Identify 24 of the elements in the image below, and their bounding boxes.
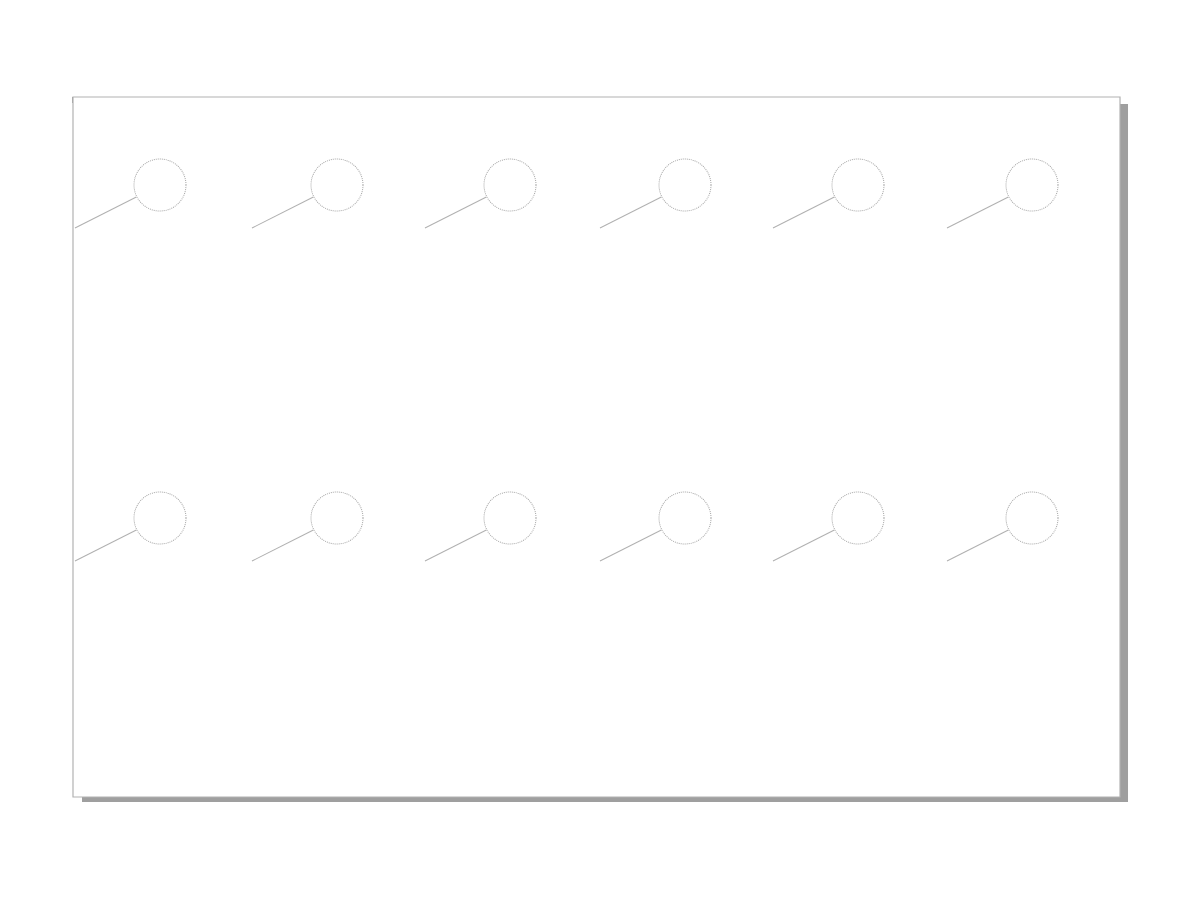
callout-circle bbox=[831, 158, 885, 212]
callout-circle bbox=[483, 491, 537, 545]
leader-line bbox=[74, 196, 137, 229]
leader-line bbox=[946, 529, 1009, 562]
leader-line bbox=[772, 196, 835, 229]
callout-circle bbox=[658, 158, 712, 212]
leader-line bbox=[251, 196, 314, 229]
leader-line bbox=[424, 196, 487, 229]
leader-line bbox=[74, 529, 137, 562]
leader-line bbox=[424, 529, 487, 562]
callout-circle bbox=[133, 158, 187, 212]
leader-line bbox=[772, 529, 835, 562]
callout-circle bbox=[1005, 158, 1059, 212]
leader-line bbox=[599, 529, 662, 562]
callout-circle bbox=[483, 158, 537, 212]
leader-line bbox=[599, 196, 662, 229]
callout-circle bbox=[1005, 491, 1059, 545]
callout-circle bbox=[310, 491, 364, 545]
callout-circle bbox=[310, 158, 364, 212]
leader-line bbox=[251, 529, 314, 562]
callout-circle bbox=[831, 491, 885, 545]
callout-circle bbox=[133, 491, 187, 545]
leader-line bbox=[946, 196, 1009, 229]
callout-circle bbox=[658, 491, 712, 545]
